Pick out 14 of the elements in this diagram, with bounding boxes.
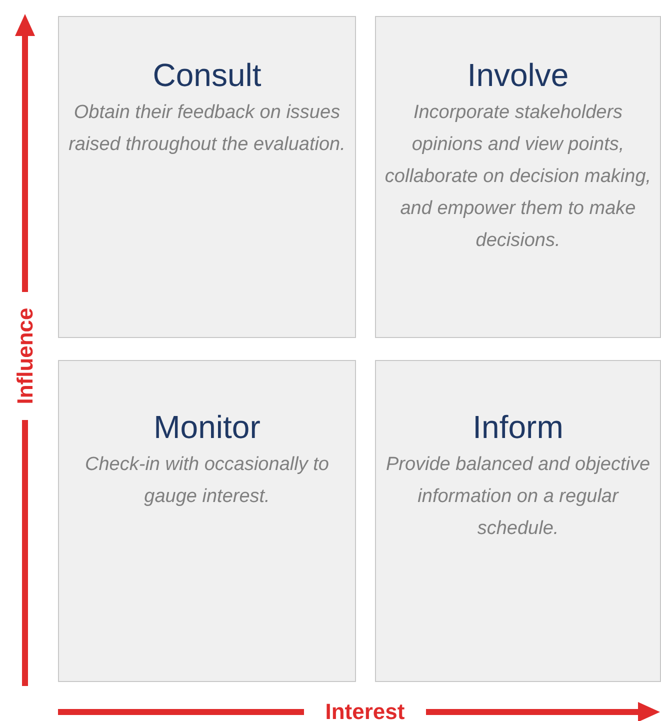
quadrant-description: Obtain their feedback on issues raised throughout the evaluation. [68, 101, 346, 157]
quadrant-box [58, 16, 356, 338]
quadrant-title: Inform [472, 408, 564, 447]
quadrant-box [375, 16, 661, 338]
axis-label: Interest [325, 701, 405, 721]
quadrant-description: Incorporate stakeholders opinions and view points, collaborate on decision making, and empower them to make decisions. [384, 101, 652, 253]
quadrant-description: Provide balanced and objective information on a regular schedule. [384, 453, 652, 541]
quadrant-box [375, 360, 661, 682]
quadrant-title: Monitor [154, 408, 260, 447]
quadrant-title: Involve [467, 56, 569, 95]
axis-label: Influence [14, 308, 36, 404]
quadrant-description: Check-in with occasionally to gauge interest. [84, 453, 330, 509]
quadrant-title: Consult [152, 56, 262, 95]
quadrant-box [58, 360, 356, 682]
